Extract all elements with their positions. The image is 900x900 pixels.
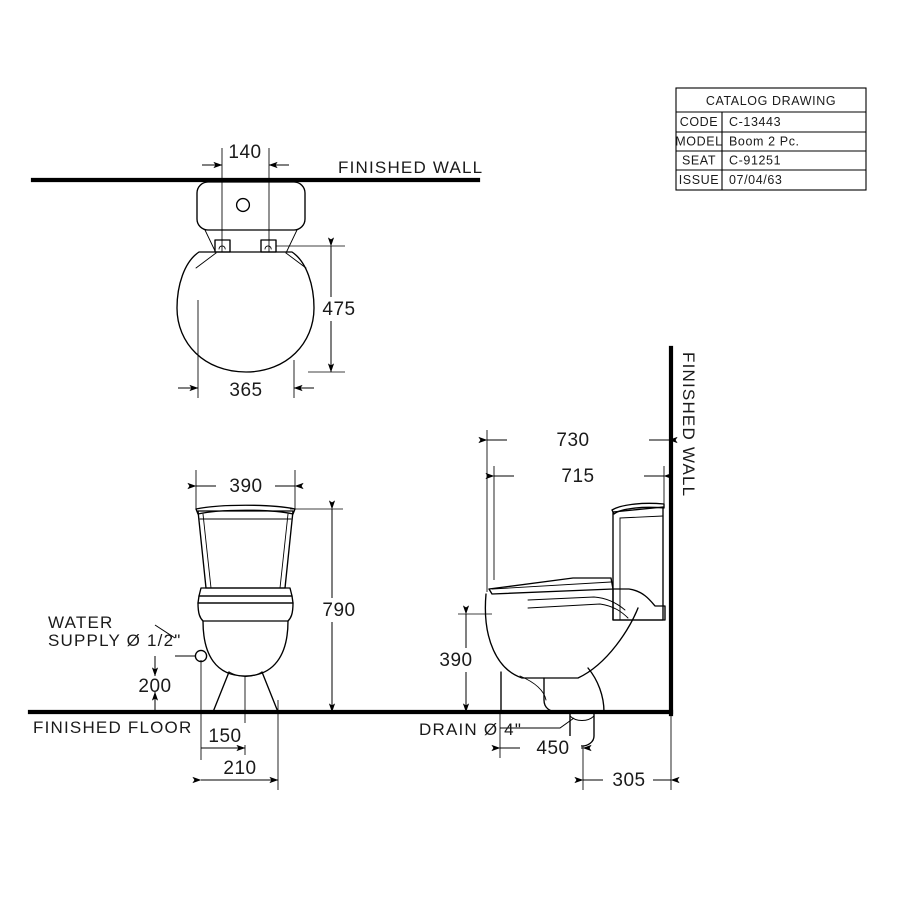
front-view-pedestal-top <box>228 671 263 677</box>
drain-label: DRAIN Ø 4" <box>419 720 522 739</box>
title-block: CATALOG DRAWING CODE C-13443 MODEL Boom … <box>675 87 867 191</box>
title-block-frame <box>675 87 867 191</box>
top-view-seat-outline <box>176 251 315 373</box>
side-view-seat-lid <box>488 577 614 595</box>
dim-side-seat-height: 390 <box>439 650 472 671</box>
finished-wall-top-label: FINISHED WALL <box>338 158 483 177</box>
side-view-drain-lip <box>569 715 595 721</box>
title-block-label-issue: ISSUE <box>679 173 720 187</box>
dim-side-overall-depth: 730 <box>556 430 589 451</box>
water-supply-leader <box>154 624 176 639</box>
front-view: WATER SUPPLY Ø 1/2" 200 390 790 150 210 <box>48 470 362 790</box>
top-view-hinge-right-detail <box>264 245 272 250</box>
top-view-bowl-right-flare <box>285 252 307 269</box>
front-view-cistern-lid <box>195 504 296 515</box>
top-view-bowl-left-flare <box>195 252 217 269</box>
front-view-pedestal <box>212 671 279 713</box>
finished-wall-right-label: FINISHED WALL <box>679 352 698 497</box>
drain-leader <box>500 717 575 729</box>
side-view-cistern-lid <box>611 502 665 515</box>
title-block-value-issue: 07/04/63 <box>729 173 782 187</box>
top-view: FINISHED WALL 140 475 365 <box>30 142 483 401</box>
side-view-trap-curve <box>519 675 547 701</box>
side-view-bowl <box>484 593 639 679</box>
top-view-bowl-left-edge <box>204 229 217 254</box>
front-view-cistern-right-inner <box>279 513 289 589</box>
top-view-cistern <box>196 181 306 231</box>
title-block-label-model: MODEL <box>675 135 722 149</box>
title-block-label-seat: SEAT <box>682 154 716 168</box>
dim-front-pedestal-width: 210 <box>223 758 256 779</box>
dim-side-drain-to-wall: 305 <box>612 770 645 791</box>
water-supply-label-line1: WATER <box>48 613 114 632</box>
dim-top-width: 365 <box>229 380 262 401</box>
dim-side-tank-depth: 715 <box>561 466 594 487</box>
side-view: FINISHED WALL DRAIN Ø 4" 730 <box>419 345 698 791</box>
dim-front-total-height: 790 <box>322 600 355 621</box>
side-view-cistern-lid-line <box>619 515 664 519</box>
title-block-value-model: Boom 2 Pc. <box>729 135 800 149</box>
dim-front-tank-width: 390 <box>229 476 262 497</box>
title-block-value-code: C-13443 <box>729 115 781 129</box>
title-block-header: CATALOG DRAWING <box>706 94 836 108</box>
side-view-rim-shelf <box>612 588 666 621</box>
dim-front-supply-offset: 150 <box>208 726 241 747</box>
side-view-rim-inner2 <box>527 603 629 619</box>
side-view-rim-inner <box>527 596 626 611</box>
side-view-pedestal-right <box>587 667 605 713</box>
title-block-label-code: CODE <box>680 115 719 129</box>
title-block-value-seat: C-91251 <box>729 154 781 168</box>
front-view-water-supply-inlet <box>194 649 208 663</box>
side-view-seat-lid-line <box>491 581 612 590</box>
water-supply-label-line2: SUPPLY Ø 1/2" <box>48 631 181 650</box>
dim-front-supply-height: 200 <box>138 676 171 697</box>
dim-top-depth: 475 <box>322 299 355 320</box>
top-view-flush-button <box>235 197 251 213</box>
front-view-cistern-left-inner <box>202 513 212 589</box>
dim-top-bolt-spacing: 140 <box>228 142 261 163</box>
dim-side-drain-offset: 450 <box>536 738 569 759</box>
finished-floor-label: FINISHED FLOOR <box>33 718 192 737</box>
top-view-bowl-right-edge <box>285 229 298 254</box>
